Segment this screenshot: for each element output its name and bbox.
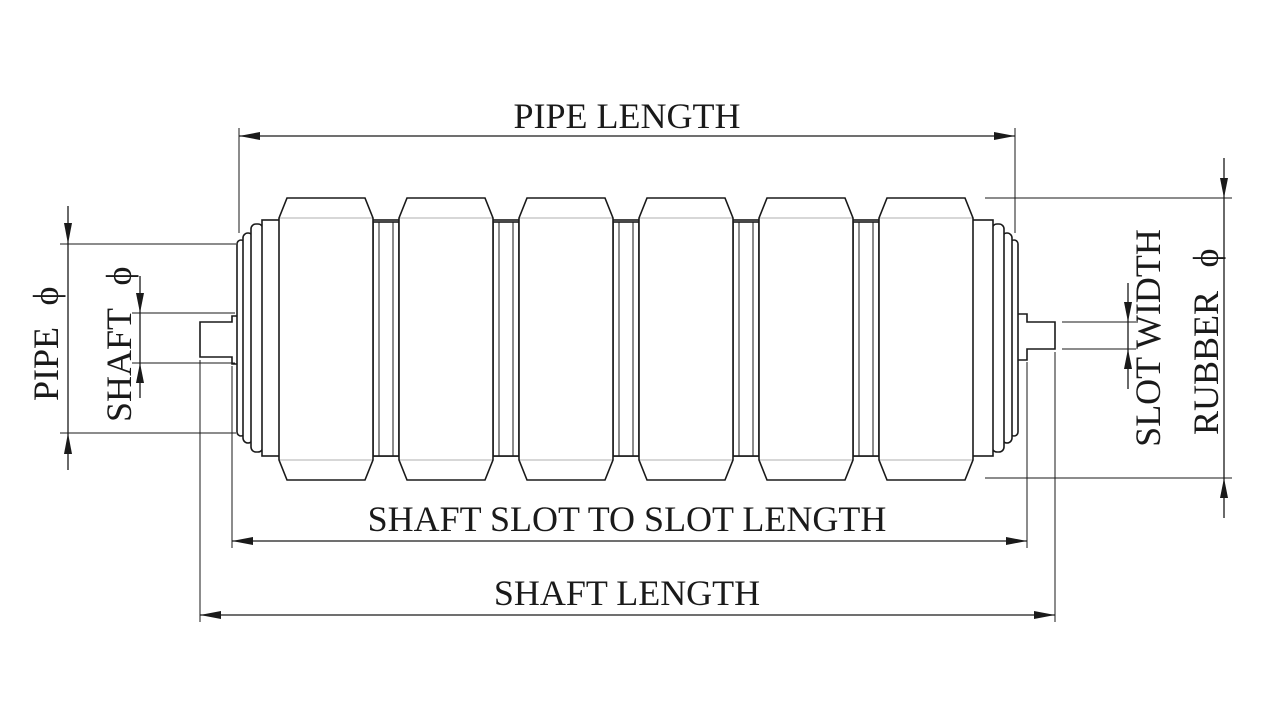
ring-spacer: [732, 221, 760, 457]
shaft-slot-to-slot-dimension: SHAFT SLOT TO SLOT LENGTH: [231, 362, 1028, 548]
rubber-diameter-dimension: RUBBER ϕ: [985, 158, 1232, 518]
pipe-diameter-symbol: ϕ: [26, 287, 66, 306]
rubber-ring: [398, 197, 494, 481]
shaft-diameter-dimension: SHAFT ϕ: [99, 267, 235, 422]
pipe-diameter-dimension: PIPE ϕ: [26, 206, 236, 470]
shaft-slot-to-slot-label: SHAFT SLOT TO SLOT LENGTH: [368, 499, 887, 539]
ring-spacer: [372, 221, 400, 457]
slot-width-label: SLOT WIDTH: [1128, 229, 1168, 447]
rubber-ring: [518, 197, 614, 481]
pipe-length-label: PIPE LENGTH: [514, 96, 741, 136]
pipe-length-dimension: PIPE LENGTH: [238, 96, 1016, 233]
spacer-rings: [372, 221, 880, 457]
ring-spacer: [612, 221, 640, 457]
shaft-diameter-label: SHAFT: [99, 308, 139, 422]
shaft-length-label: SHAFT LENGTH: [494, 573, 760, 613]
rubber-diameter-symbol: ϕ: [1186, 249, 1226, 268]
rubber-ring: [278, 197, 374, 481]
rubber-ring: [638, 197, 734, 481]
pipe-diameter-label: PIPE: [26, 327, 66, 401]
rubber-ring: [758, 197, 854, 481]
right-shaft: [1014, 313, 1056, 361]
slot-width-dimension: SLOT WIDTH: [1062, 229, 1168, 447]
rubber-diameter-label: RUBBER: [1186, 291, 1226, 435]
roller-body: [199, 197, 1056, 481]
shaft-length-dimension: SHAFT LENGTH: [199, 352, 1056, 622]
ring-spacer: [492, 221, 520, 457]
shaft-diameter-symbol: ϕ: [99, 267, 139, 286]
rubber-rings: [278, 197, 974, 481]
rubber-ring: [878, 197, 974, 481]
ring-spacer: [852, 221, 880, 457]
